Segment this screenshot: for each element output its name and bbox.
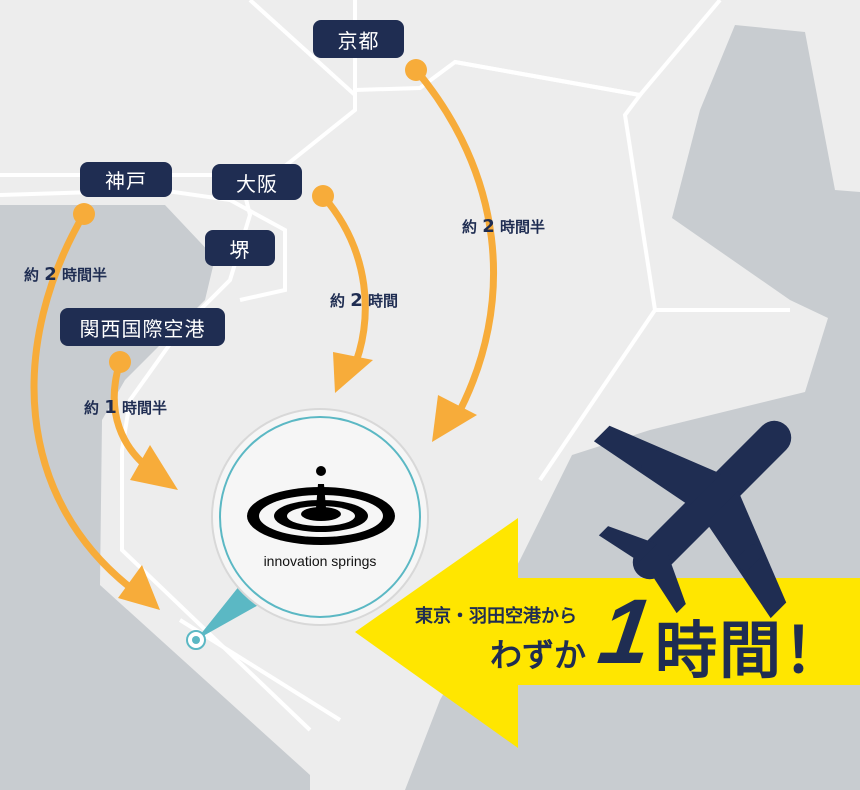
time-suffix: 時間半: [62, 266, 108, 284]
travel-time-osaka: 約 2 時間: [330, 290, 398, 311]
travel-time-kobe: 約 2 時間半: [24, 264, 107, 285]
time-number: 2: [44, 264, 57, 285]
time-suffix: 時間半: [500, 218, 546, 236]
arrowhead-kyoto: [432, 395, 477, 442]
time-suffix: 時間半: [122, 399, 168, 417]
dot-kobe: [73, 203, 95, 225]
dot-kansai: [109, 351, 131, 373]
time-prefix: 約: [462, 218, 478, 236]
promo-unit: 時間！: [655, 614, 848, 687]
time-prefix: 約: [84, 399, 100, 417]
time-number: 2: [482, 216, 495, 237]
route-kyoto: [412, 66, 498, 424]
sea-left: [0, 205, 310, 790]
city-label-kansai-airport: 関西国際空港: [60, 308, 225, 346]
promo-line-2: わずか: [490, 636, 587, 674]
city-label-sakai: 堺: [205, 230, 275, 266]
city-label-kyoto: 京都: [313, 20, 404, 58]
time-suffix: 時間: [368, 292, 399, 310]
arrowhead-kobe: [118, 565, 160, 610]
promo-line-1: 東京・羽田空港から: [415, 606, 577, 627]
time-prefix: 約: [24, 266, 40, 284]
roads: [0, 0, 790, 732]
time-prefix: 約: [330, 292, 346, 310]
city-label-kobe: 神戸: [80, 162, 172, 197]
pin-pointer: [196, 585, 262, 640]
time-number: 1: [104, 397, 117, 418]
dot-kyoto: [405, 59, 427, 81]
travel-time-kyoto: 約 2 時間半: [462, 216, 545, 237]
innovation-springs-logo: [247, 466, 395, 545]
arrowhead-osaka: [333, 352, 373, 393]
time-number: 2: [350, 290, 363, 311]
dot-osaka: [312, 185, 334, 207]
airplane-icon: [593, 420, 792, 619]
route-osaka: [319, 192, 369, 376]
logo-text: innovation springs: [263, 553, 377, 569]
promo-arrow: [355, 518, 860, 748]
arrowhead-kansai: [130, 445, 178, 490]
route-kobe: [30, 210, 144, 599]
travel-time-kansai-airport: 約 1 時間半: [84, 397, 167, 418]
city-label-osaka: 大阪: [212, 164, 302, 200]
